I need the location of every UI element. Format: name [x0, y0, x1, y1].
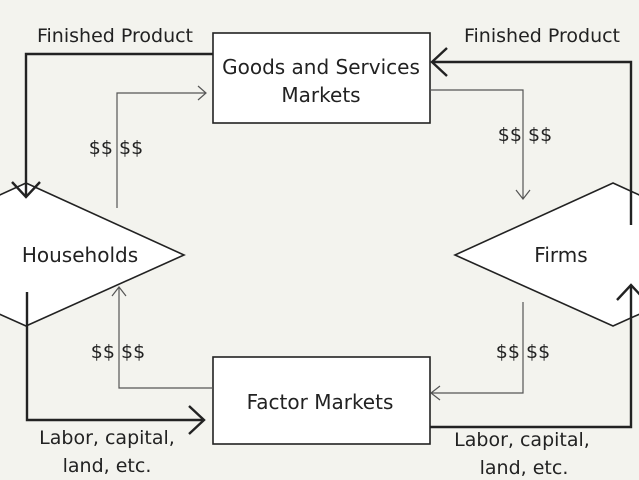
finished-product-right-arrow	[432, 60, 633, 225]
labor-right-arrowhead	[616, 283, 639, 301]
labor-right-arrow	[430, 286, 633, 429]
money-households-to-goods-arrow	[116, 92, 205, 208]
firms-diamond	[453, 182, 639, 327]
goods-market-label-line1: Goods and Services	[222, 55, 420, 79]
labor-left-label-line1: Labor, capital,	[39, 427, 175, 449]
money-households-to-goods-arrowhead	[197, 85, 207, 101]
factor-market-box	[212, 356, 431, 445]
factor-market-label: Factor Markets	[247, 390, 394, 414]
money-firms-to-factor-arrowhead	[430, 385, 441, 401]
finished-product-right-label: Finished Product	[464, 25, 620, 47]
money-firms-to-factor-label: $$ $$	[496, 341, 550, 363]
money-factor-to-households-arrow	[118, 288, 213, 389]
money-goods-to-firms-label: $$ $$	[498, 124, 552, 146]
money-goods-to-firms-arrow	[430, 89, 524, 198]
finished-product-right-arrowhead	[430, 47, 448, 77]
money-firms-to-factor-arrow	[432, 302, 524, 394]
money-factor-to-households-label: $$ $$	[91, 341, 145, 363]
money-goods-to-firms-arrowhead	[515, 189, 531, 200]
finished-product-left-label: Finished Product	[37, 25, 193, 47]
goods-services-market-box	[212, 32, 431, 124]
money-factor-to-households-arrowhead	[111, 286, 127, 297]
finished-product-left-arrowhead	[11, 181, 41, 199]
labor-left-arrow	[25, 292, 204, 422]
households-label: Households	[22, 243, 138, 267]
labor-left-arrowhead	[188, 405, 206, 435]
labor-left-label-line2: land, etc.	[63, 455, 152, 477]
goods-market-label-line2: Markets	[281, 83, 360, 107]
labor-right-label-line2: land, etc.	[480, 457, 569, 479]
labor-right-label-line1: Labor, capital,	[454, 429, 590, 451]
finished-product-left-arrow	[24, 52, 213, 196]
money-households-to-goods-label: $$ $$	[89, 137, 143, 159]
firms-label: Firms	[534, 243, 587, 267]
